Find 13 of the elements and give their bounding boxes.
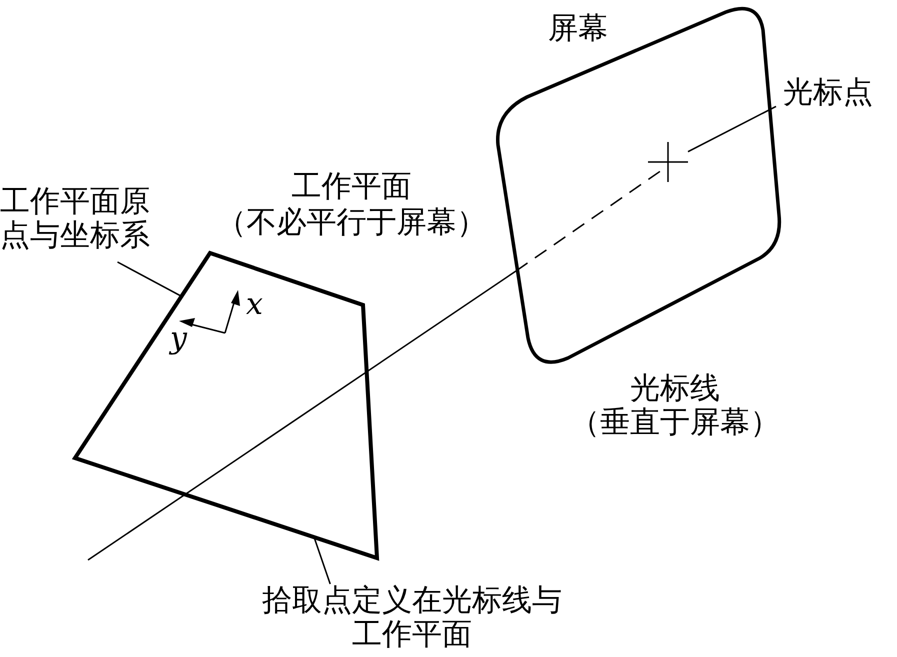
line-label: 光标线 (629, 372, 721, 406)
screen-label: 屏幕 (548, 12, 608, 46)
callout-text: 工作平面原点与坐标系 (0, 185, 165, 262)
callout-text: 拾取点定义在光标线与工作平面 (262, 584, 562, 656)
callout-text: 光标点 (776, 76, 886, 110)
plane-label: 工作平面 (290, 170, 412, 204)
leader-line (117, 261, 182, 297)
plane-note: （不必平行于屏幕） (216, 206, 488, 240)
leader-line (313, 536, 331, 584)
cursor-cross-mark (648, 142, 688, 182)
axis-label: y (170, 322, 187, 356)
axis-label: x (246, 288, 263, 322)
line-note: （垂直于屏幕） (570, 406, 780, 440)
